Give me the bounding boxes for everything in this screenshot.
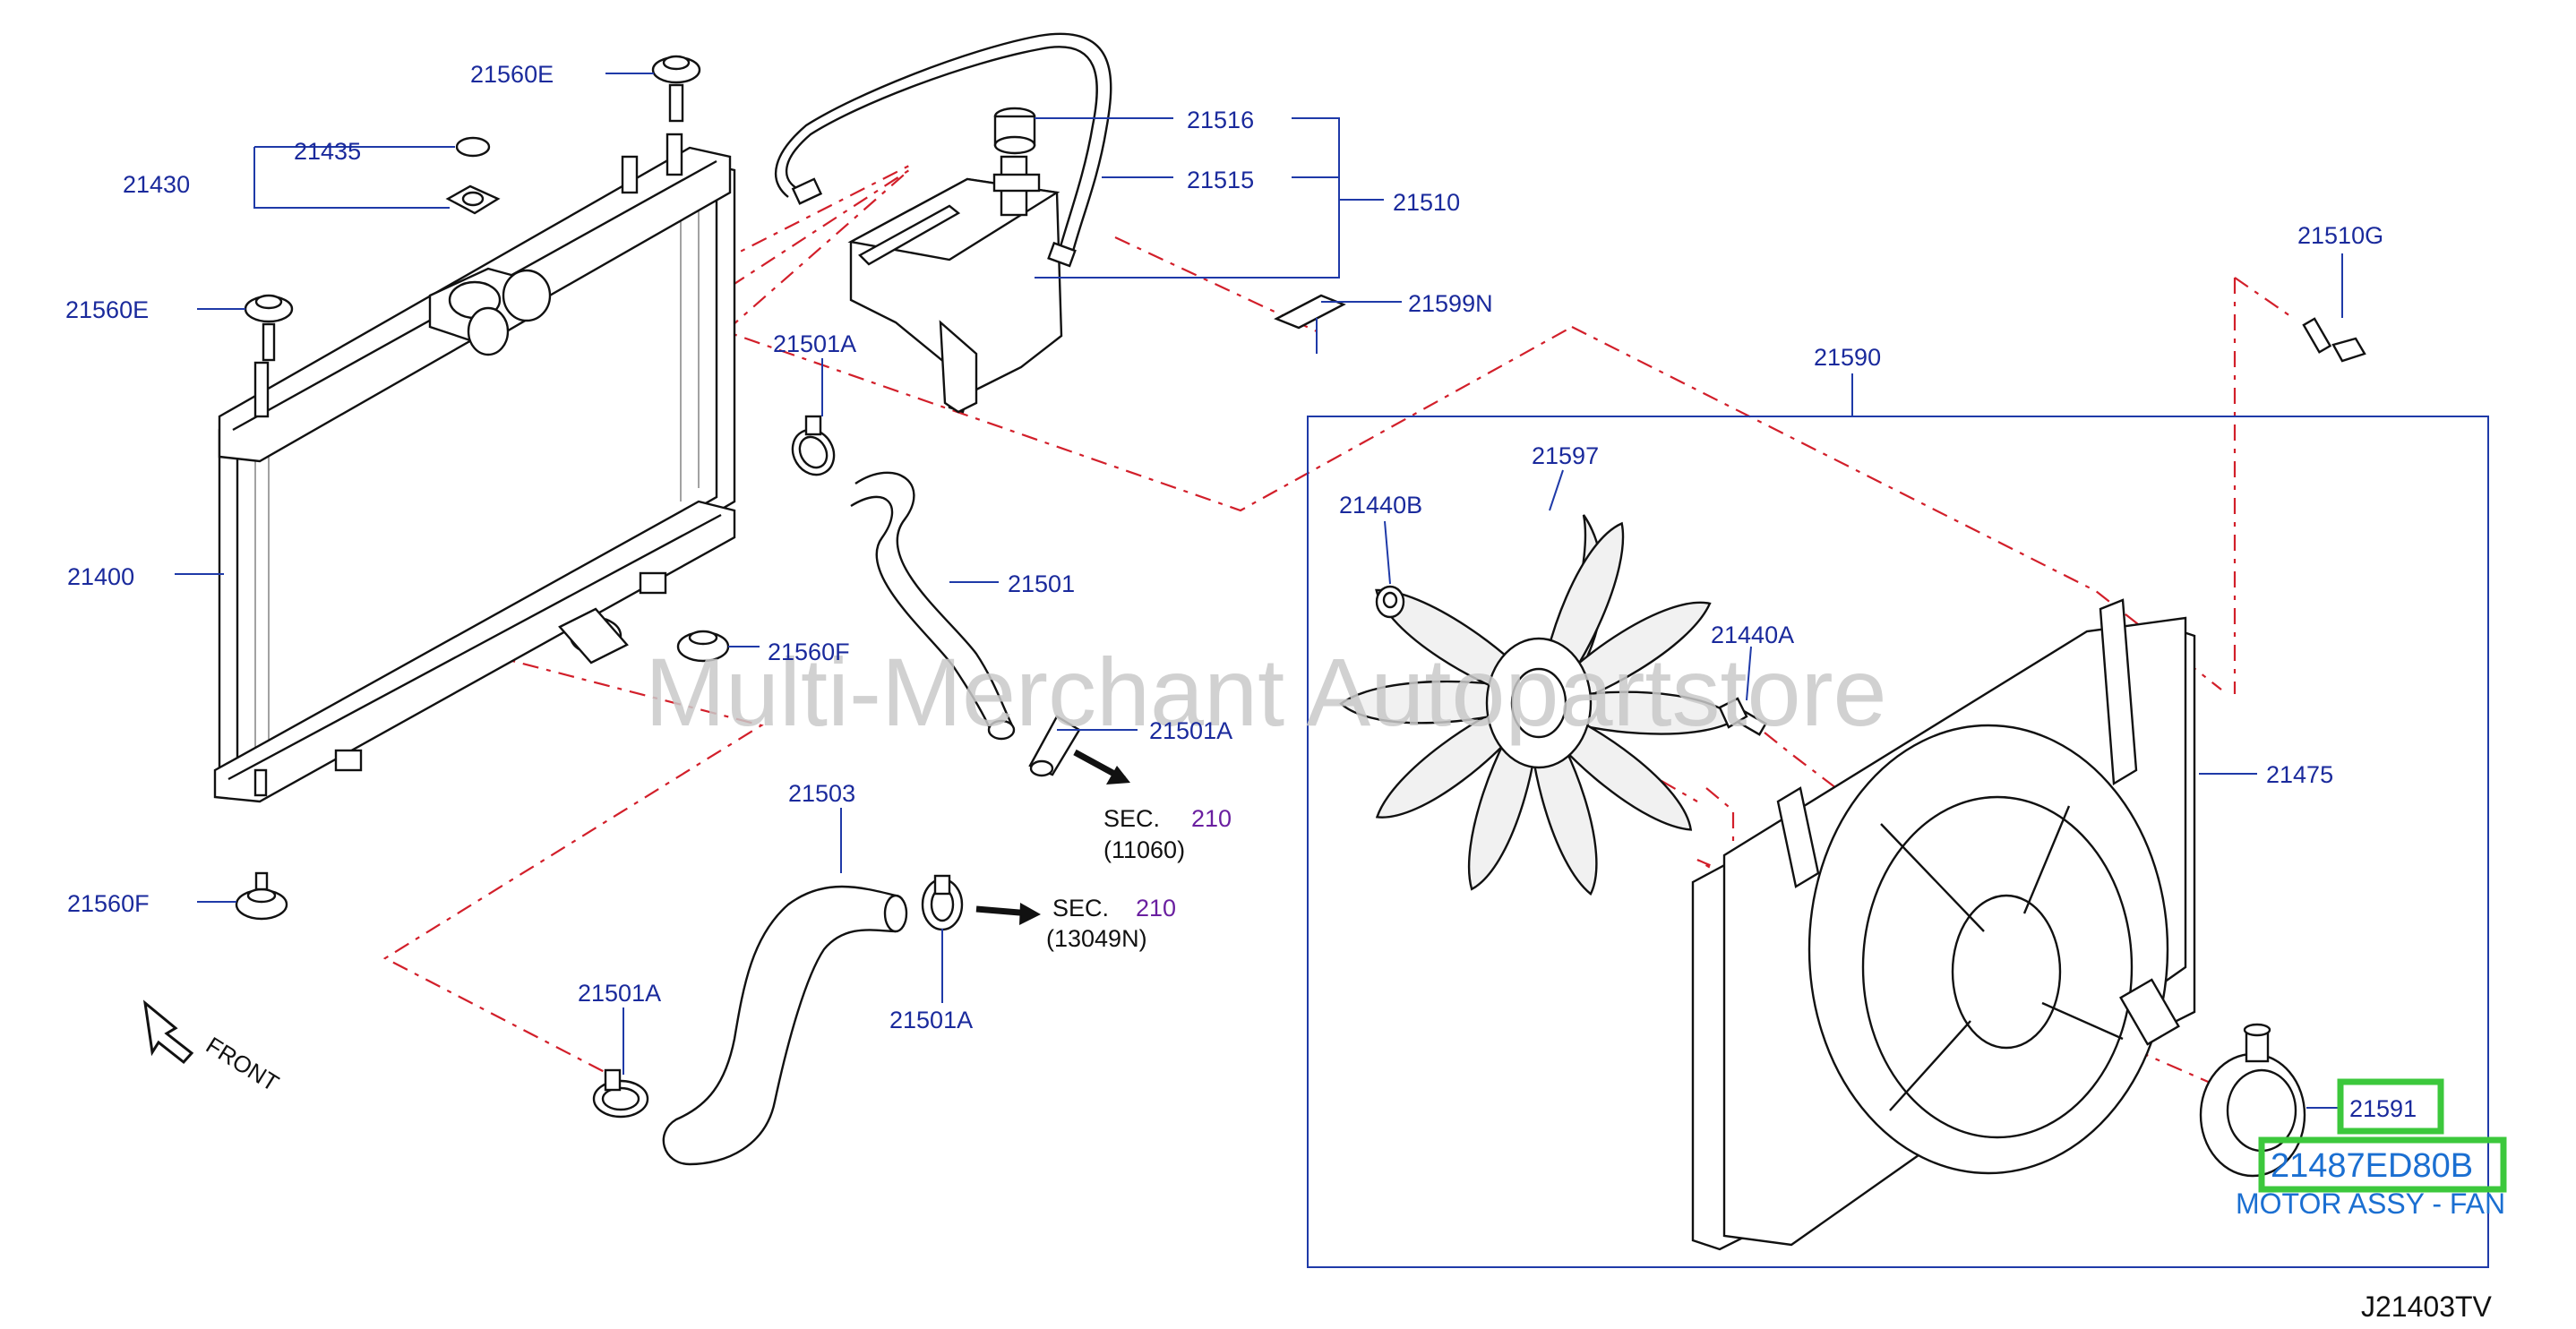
label-21510G[interactable]: 21510G (2297, 222, 2383, 249)
front-label: FRONT (202, 1032, 284, 1097)
label-21501A-mid[interactable]: 21501A (1149, 717, 1232, 744)
label-21430[interactable]: 21430 (123, 171, 190, 198)
clamp-21501A-top (791, 415, 836, 476)
mount-21560E-left (244, 294, 294, 362)
label-plate-21599N (1274, 294, 1346, 330)
part-labels[interactable]: 21560E 21435 21430 21560E 21400 21560F 2… (65, 61, 2417, 1122)
front-arrow-icon (142, 999, 194, 1065)
clamp-21501A-left (592, 1068, 649, 1119)
label-21515[interactable]: 21515 (1187, 167, 1254, 193)
fan-blade-21597 (1339, 514, 1739, 896)
radiator-21400 (213, 133, 736, 803)
highlight-description: MOTOR ASSY - FAN (2236, 1188, 2505, 1220)
label-21560F-mid[interactable]: 21560F (768, 639, 850, 665)
section-number: 210 (1191, 805, 1232, 832)
label-21599N[interactable]: 21599N (1408, 290, 1493, 317)
label-21560F-bot[interactable]: 21560F (67, 890, 150, 917)
section-ref-11060[interactable]: SEC. 210 (11060) (1103, 805, 1232, 863)
highlight-box-part-number (2258, 1136, 2507, 1193)
mount-21560F-bot (235, 871, 288, 921)
label-21501A-top[interactable]: 21501A (773, 330, 856, 357)
mount-21560E-top (651, 55, 701, 123)
cap-21435 (455, 136, 491, 158)
label-21435[interactable]: 21435 (294, 138, 361, 165)
reservoir-tank-21510 (847, 107, 1063, 414)
label-21560E-top[interactable]: 21560E (470, 61, 554, 88)
fan-shroud-21475 (1691, 598, 2196, 1251)
label-21475[interactable]: 21475 (2266, 761, 2333, 788)
section-number: 210 (1136, 895, 1176, 922)
label-21560E-left[interactable]: 21560E (65, 296, 149, 323)
section-sec: SEC. (1103, 805, 1160, 832)
bolt-21510G (2302, 317, 2366, 363)
flow-arrow-icon (975, 903, 1041, 925)
label-21440B[interactable]: 21440B (1339, 492, 1422, 519)
section-sec: SEC. (1052, 895, 1109, 922)
label-21501A-left[interactable]: 21501A (578, 980, 661, 1007)
fan-motor-21591 (2199, 1023, 2306, 1178)
section-code: (11060) (1103, 836, 1185, 863)
label-21510[interactable]: 21510 (1393, 189, 1460, 216)
label-21591[interactable]: 21591 (2349, 1095, 2417, 1122)
label-21590[interactable]: 21590 (1814, 344, 1881, 371)
nut-21440B (1375, 585, 1405, 619)
cap-21430 (445, 184, 501, 215)
highlight-box-21591 (2337, 1078, 2444, 1135)
hose-21503 (662, 885, 908, 1166)
highlight-part-number[interactable]: 21487ED80B (2271, 1147, 2473, 1185)
fan-assembly-frame (1307, 416, 2489, 1268)
bolt-21440A (1718, 697, 1767, 736)
hose-21501 (850, 471, 1016, 741)
section-code: (13049N) (1046, 925, 1147, 952)
diagram-id: J21403TV (2361, 1290, 2493, 1323)
label-21400[interactable]: 21400 (67, 563, 134, 590)
label-21501A-low[interactable]: 21501A (889, 1007, 973, 1033)
clamp-21501A-low (921, 874, 964, 931)
label-21503[interactable]: 21503 (788, 780, 855, 807)
hose-21515 (774, 32, 1112, 268)
section-ref-13049N[interactable]: SEC. 210 (13049N) (1046, 895, 1176, 952)
watermark: Multi-Merchant Autopartstore (645, 638, 1887, 746)
flow-arrow-icon (1073, 749, 1130, 785)
label-21440A[interactable]: 21440A (1711, 622, 1794, 648)
label-21501[interactable]: 21501 (1008, 570, 1075, 597)
leader-lines (175, 73, 2343, 1109)
label-21597[interactable]: 21597 (1532, 442, 1599, 469)
label-21516[interactable]: 21516 (1187, 107, 1254, 133)
